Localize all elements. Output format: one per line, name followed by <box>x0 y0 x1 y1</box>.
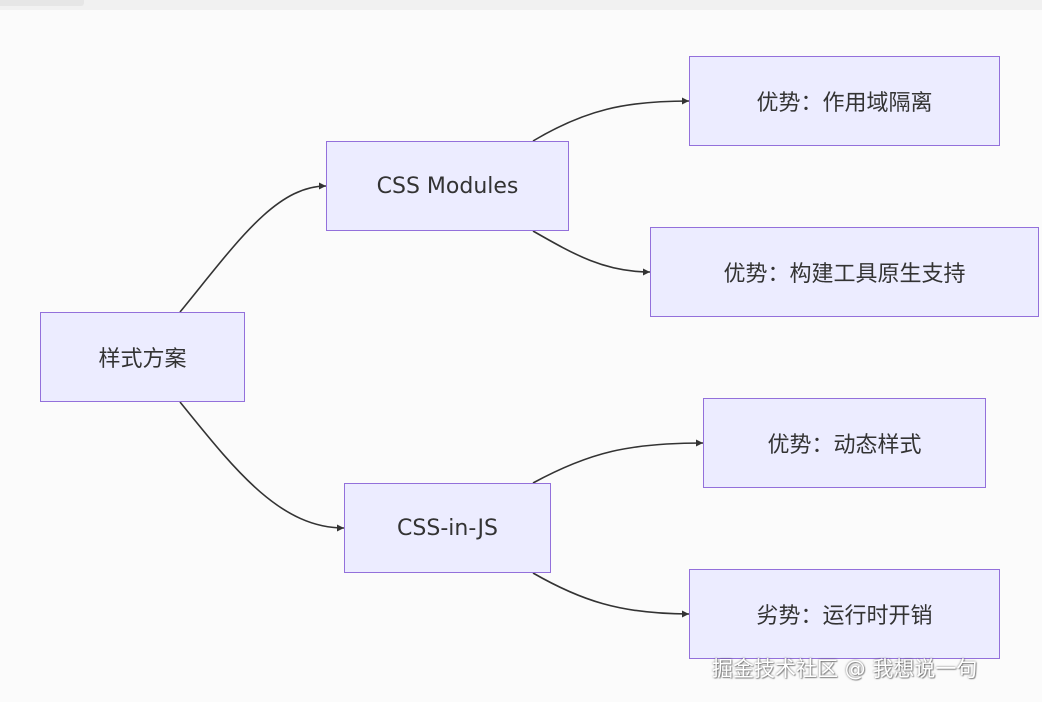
node-label: 优势：作用域隔离 <box>756 91 933 116</box>
edge-css-modules-to-adv-native <box>532 230 651 276</box>
top-tab <box>0 0 84 6</box>
node-advantage-dynamic-styles: 优势：动态样式 <box>703 398 986 488</box>
node-label: CSS-in-JS <box>397 515 498 541</box>
top-strip <box>0 0 1042 10</box>
node-css-modules: CSS Modules <box>326 141 569 231</box>
node-advantage-native-build-support: 优势：构建工具原生支持 <box>650 227 1039 317</box>
node-label: 劣势：运行时开销 <box>756 604 933 629</box>
node-disadvantage-runtime-overhead: 劣势：运行时开销 <box>689 569 1000 659</box>
watermark: 掘金技术社区 @ 我想说一句 <box>712 657 978 681</box>
edge-css-in-js-to-dis-runtime <box>532 572 690 618</box>
edge-root-to-css-in-js <box>179 401 345 532</box>
node-label: 样式方案 <box>98 347 187 372</box>
node-label: CSS Modules <box>376 173 519 199</box>
node-advantage-scope-isolation: 优势：作用域隔离 <box>689 56 1000 146</box>
edge-root-to-css-modules <box>179 182 327 313</box>
node-root-style-solutions: 样式方案 <box>40 312 245 402</box>
edge-css-in-js-to-adv-dynamic <box>532 439 704 484</box>
node-css-in-js: CSS-in-JS <box>344 483 551 573</box>
node-label: 优势：动态样式 <box>767 433 922 458</box>
edge-css-modules-to-adv-scope <box>532 97 690 142</box>
node-label: 优势：构建工具原生支持 <box>723 262 966 287</box>
